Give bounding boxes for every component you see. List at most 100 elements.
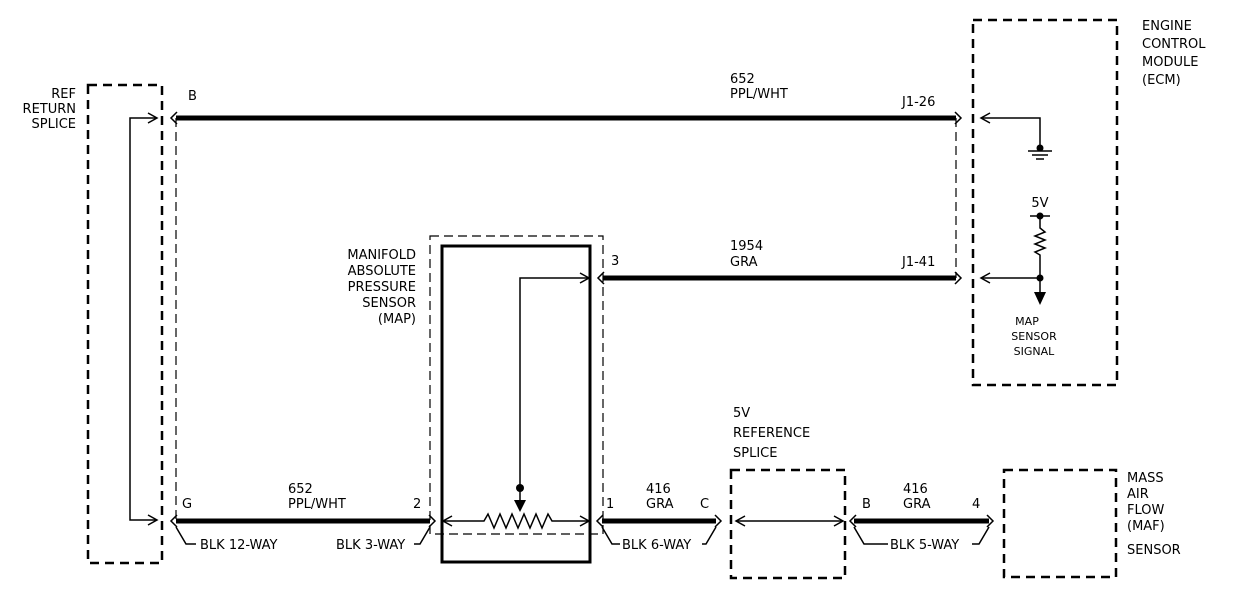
- pin-2-label: 2: [413, 497, 421, 512]
- connector-blk6-label: BLK 6-WAY: [622, 538, 691, 553]
- map-wiper-arrow-icon: [579, 272, 591, 284]
- connector-blk5-label: BLK 5-WAY: [890, 538, 959, 553]
- map-label-5: (MAP): [378, 312, 416, 327]
- pin-j1-41-chevron-icon: [954, 271, 963, 285]
- pin-j1-26-label: J1-26: [901, 95, 935, 110]
- maf-label-5: SENSOR: [1127, 543, 1181, 558]
- maf-sensor-box: [1002, 468, 1118, 579]
- connector-blk5: BLK 5-WAY: [853, 526, 990, 553]
- pin-1-chevron-icon: [595, 514, 604, 528]
- ref-return-splice-label-1: REF: [51, 87, 76, 102]
- pin-g-chevron-icon: [169, 514, 178, 528]
- connector-blk3: BLK 3-WAY: [336, 526, 431, 553]
- wire-1954-circuit: 1954: [730, 239, 763, 254]
- maf-sensor: MASS AIR FLOW (MAF) SENSOR: [1002, 468, 1181, 579]
- pin-c-label: C: [700, 497, 709, 512]
- wire-652-bottom-color: PPL/WHT: [288, 497, 346, 512]
- wire-652-top: 652 PPL/WHT B J1-26: [169, 72, 963, 125]
- pin-b2-chevron-icon: [848, 514, 857, 528]
- connector-blk6: BLK 6-WAY: [601, 526, 717, 553]
- ref-5v-splice: 5V REFERENCE SPLICE: [729, 406, 847, 580]
- map-wiper-line: [519, 277, 588, 508]
- maf-label-4: (MAF): [1127, 519, 1165, 534]
- map-signal-label-3: SIGNAL: [1014, 345, 1056, 358]
- connector-blk6-bracket-right: [702, 526, 717, 545]
- ref-splice-label-3: SPLICE: [733, 446, 777, 461]
- map-sensor-body: [440, 244, 592, 564]
- pullup-resistor-icon: [1032, 216, 1048, 278]
- ref-return-splice-box: [86, 83, 164, 565]
- ground-node: [1036, 144, 1044, 152]
- pin-3-label: 3: [611, 254, 619, 269]
- map-label-4: SENSOR: [362, 296, 416, 311]
- map-label-3: PRESSURE: [348, 280, 416, 295]
- connector-blk12-bracket: [175, 526, 196, 545]
- wire-416-map-color: GRA: [646, 497, 674, 512]
- wire-1954-color: GRA: [730, 255, 758, 270]
- map-resistor-icon: [444, 512, 588, 530]
- ecm: ENGINE CONTROL MODULE (ECM) 5V MAP SENSO…: [971, 18, 1206, 387]
- wire-652-top-color: PPL/WHT: [730, 87, 788, 102]
- connector-blk3-bracket: [414, 526, 431, 545]
- map-signal-label-1: MAP: [1015, 315, 1039, 328]
- ecm-signal-arrow-icon: [979, 272, 991, 284]
- pin-c-chevron-icon: [714, 514, 723, 528]
- ref-splice-label-2: REFERENCE: [733, 426, 810, 441]
- wire-652-bottom: 652 PPL/WHT G 2: [169, 482, 437, 528]
- wire-416-maf-circuit: 416: [903, 482, 928, 497]
- ecm-label-1: ENGINE: [1142, 19, 1192, 34]
- ref-return-splice-label-3: SPLICE: [32, 117, 76, 132]
- ecm-label-4: (ECM): [1142, 73, 1181, 88]
- maf-label-3: FLOW: [1127, 503, 1164, 518]
- pin-g-label: G: [182, 497, 192, 512]
- ref-splice-arrow-right-icon: [833, 515, 845, 527]
- connector-blk12-label: BLK 12-WAY: [200, 538, 278, 553]
- map-arrow-left-icon: [441, 515, 453, 527]
- wire-416-map-circuit: 416: [646, 482, 671, 497]
- ref-splice-arrow-left-icon: [734, 515, 746, 527]
- ecm-ground-line: [982, 117, 1041, 148]
- wire-416-map: 416 GRA 1 C: [595, 482, 723, 528]
- pin-2-chevron-icon: [428, 514, 437, 528]
- ref-return-splice: REF RETURN SPLICE: [23, 83, 164, 565]
- connector-blk5-bracket-left: [853, 526, 888, 545]
- connector-blk3-label: BLK 3-WAY: [336, 538, 405, 553]
- ref-splice-box: [729, 468, 847, 580]
- wire-1954-signal: 1954 GRA 3 J1-41: [596, 239, 963, 285]
- wire-416-maf: 416 GRA B 4: [848, 482, 995, 528]
- pin-j1-41-label: J1-41: [901, 255, 935, 270]
- pin-4-chevron-icon: [986, 514, 995, 528]
- pin-b-chevron-icon: [169, 111, 178, 125]
- signal-down-arrow-icon: [1034, 292, 1046, 305]
- ground-icon: [1028, 150, 1052, 160]
- connector-blk12: BLK 12-WAY: [175, 526, 278, 553]
- ref-splice-arrow-bottom-icon: [147, 514, 159, 526]
- ecm-label-3: MODULE: [1142, 55, 1198, 70]
- ecm-ground-arrow-icon: [979, 112, 991, 124]
- ref-splice-bus: [129, 117, 156, 521]
- map-signal-label-2: SENSOR: [1011, 330, 1057, 343]
- map-sensor: MANIFOLD ABSOLUTE PRESSURE SENSOR (MAP): [347, 235, 604, 564]
- ecm-5v-label: 5V: [1031, 196, 1048, 211]
- pin-3-chevron-icon: [596, 271, 605, 285]
- map-label-2: ABSOLUTE: [348, 264, 416, 279]
- wire-652-bottom-circuit: 652: [288, 482, 313, 497]
- ref-return-splice-label-2: RETURN: [23, 102, 76, 117]
- ref-splice-arrow-top-icon: [147, 112, 159, 124]
- ref-splice-label-1: 5V: [733, 406, 750, 421]
- map-wiper-node: [516, 484, 524, 492]
- pin-b2-label: B: [862, 497, 871, 512]
- connector-blk5-bracket-right: [972, 526, 990, 545]
- maf-label-2: AIR: [1127, 487, 1149, 502]
- pin-j1-26-chevron-icon: [954, 111, 963, 125]
- maf-label-1: MASS: [1127, 471, 1164, 486]
- map-connector-outline: [429, 235, 604, 535]
- map-label-1: MANIFOLD: [347, 248, 416, 263]
- wire-416-maf-color: GRA: [903, 497, 931, 512]
- map-wiper-arrow-down-icon: [514, 500, 526, 512]
- map-arrow-right-icon: [579, 515, 591, 527]
- pin-4-label: 4: [972, 497, 980, 512]
- wire-652-top-circuit: 652: [730, 72, 755, 87]
- pin-b-label: B: [188, 89, 197, 104]
